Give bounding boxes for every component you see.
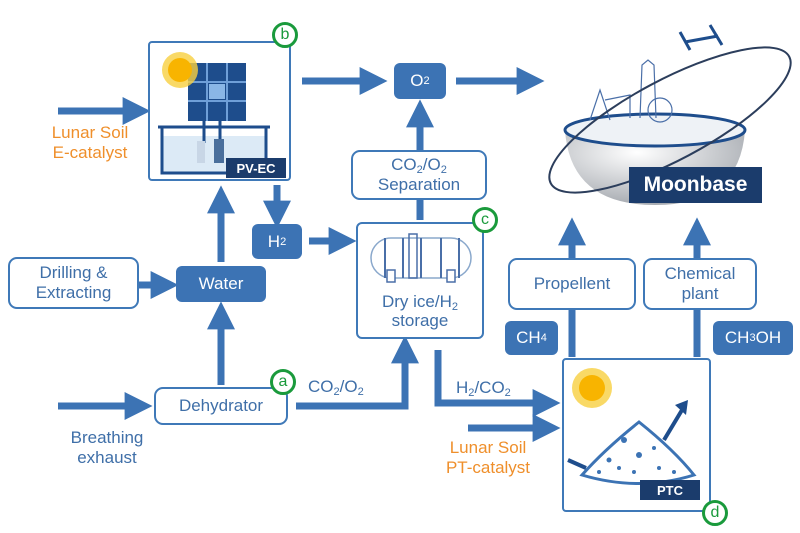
- subscript: 2: [451, 300, 459, 313]
- text: CO: [308, 377, 334, 396]
- subscript: 2: [440, 164, 447, 177]
- solar-electrolyzer-icon: [158, 52, 270, 175]
- subscript: 2: [504, 386, 511, 399]
- lunar-soil-e-catalyst-label: Lunar Soil E-catalyst: [40, 123, 140, 164]
- h2-co2-flow-label: H2/CO2: [456, 378, 511, 398]
- arrow-dehydrator-to-storage: [296, 335, 419, 410]
- ch4-label: CH: [516, 328, 541, 348]
- badge-b: b: [272, 22, 298, 48]
- sun-icon: [162, 52, 198, 88]
- label-line: Lunar Soil: [51, 123, 129, 142]
- breathing-exhaust-label: Breathing exhaust: [62, 428, 152, 469]
- text: /CO: [474, 378, 505, 397]
- propellent-node[interactable]: Propellent: [508, 258, 636, 310]
- label-line: PT-catalyst: [445, 458, 531, 478]
- chemical-plant-node[interactable]: Chemical plant: [643, 258, 757, 310]
- chemical-line2: plant: [681, 284, 719, 303]
- moonbase-label: Moonbase: [629, 167, 762, 203]
- storage-line1: Dry ice/H2: [382, 292, 458, 312]
- text: H: [456, 378, 469, 397]
- sun-icon: [572, 368, 612, 408]
- text: CH: [724, 328, 750, 348]
- pvec-tag: PV-EC: [226, 158, 286, 178]
- text: /O: [339, 377, 358, 396]
- dry-ice-h2-storage-node[interactable]: Dry ice/H2 storage: [356, 222, 484, 339]
- drilling-line2: Extracting: [35, 283, 112, 302]
- catalyst-soil-icon: [567, 368, 697, 485]
- water-node[interactable]: Water: [176, 266, 266, 302]
- subscript: 2: [416, 164, 423, 177]
- text: OH: [755, 328, 782, 348]
- label-line: Breathing: [70, 428, 144, 447]
- h2-label: H: [267, 231, 281, 251]
- o2-label: O: [410, 71, 424, 91]
- text: /O: [422, 155, 441, 175]
- text: CO: [391, 155, 417, 175]
- label-line: E-catalyst: [52, 143, 128, 163]
- subscript: 2: [357, 385, 364, 398]
- badge-c: c: [472, 207, 498, 233]
- separation-line2: Separation: [377, 175, 461, 194]
- chemical-line1: Chemical: [664, 264, 736, 284]
- co2-o2-flow-label: CO2/O2: [308, 377, 364, 397]
- label-line: Lunar Soil: [449, 438, 527, 457]
- dehydrator-node[interactable]: Dehydrator: [154, 387, 288, 425]
- arrow-storage-to-ptc: [434, 350, 561, 417]
- separation-line1: CO2/O2: [391, 155, 447, 175]
- lunar-soil-pt-catalyst-label: Lunar Soil PT-catalyst: [436, 438, 540, 479]
- ptc-tag: PTC: [640, 480, 700, 500]
- drilling-extracting-node[interactable]: Drilling & Extracting: [8, 257, 139, 309]
- subscript: 2: [468, 386, 475, 399]
- badge-a: a: [270, 369, 296, 395]
- pvec-panel[interactable]: [148, 41, 291, 181]
- drilling-line1: Drilling &: [39, 263, 108, 283]
- badge-d: d: [702, 500, 728, 526]
- storage-line2: storage: [391, 311, 449, 331]
- label-line: exhaust: [77, 448, 137, 468]
- text: Dry ice/H: [381, 291, 452, 311]
- storage-tank-icon: [370, 233, 472, 283]
- co2-o2-separation-node[interactable]: CO2/O2 Separation: [351, 150, 487, 200]
- subscript: 2: [333, 385, 340, 398]
